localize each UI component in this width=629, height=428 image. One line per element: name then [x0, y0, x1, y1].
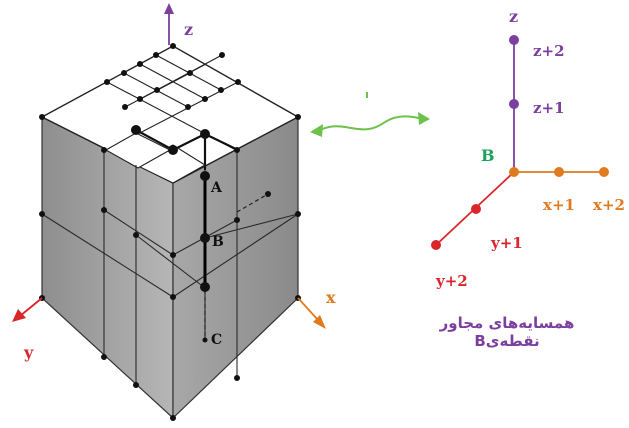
z-arrow-icon — [164, 3, 174, 14]
point-c-dot — [202, 337, 208, 343]
neighbor-y1-dot — [471, 204, 481, 214]
cube-vertex-dot — [39, 114, 45, 120]
neighbor-center-label: B — [481, 146, 495, 165]
neighbor-z1-dot — [509, 99, 519, 109]
cube-highlight-vertex-dot — [131, 125, 141, 135]
point-b-label: B — [212, 234, 224, 250]
cube-highlight-vertex-dot — [200, 129, 210, 139]
cube-z-label: z — [184, 20, 193, 39]
cube-vertex-dot — [234, 375, 240, 381]
neighbor-y2-label: y+2 — [435, 272, 468, 290]
cube-vertex-dot — [295, 114, 301, 120]
cube-x-label: x — [326, 288, 336, 307]
cube-vertex-dot — [234, 217, 240, 223]
connector-right-arrowhead-icon — [418, 112, 430, 125]
cube-vertex-dot — [137, 61, 143, 67]
cube-vertex-dot — [219, 52, 225, 58]
neighbor-y1-label: y+1 — [490, 234, 523, 252]
voxel-cube: A B C — [39, 43, 301, 421]
neighbor-z2-label: z+2 — [533, 42, 565, 60]
point-a-label: A — [210, 180, 223, 196]
cube-z-axis: z — [164, 3, 193, 45]
cube-vertex-dot — [122, 104, 128, 110]
cube-y-axis: y — [12, 297, 43, 362]
cube-highlight-vertex-dot — [200, 233, 210, 243]
point-c-label: C — [211, 332, 222, 348]
cube-vertex-dot — [234, 147, 240, 153]
neighbor-y2-dot — [431, 240, 441, 250]
cube-vertex-dot — [265, 191, 271, 197]
neighbor-x1-label: x+1 — [543, 196, 575, 214]
cube-vertex-dot — [235, 79, 241, 85]
cube-x-axis: x — [297, 288, 336, 329]
neighbor-center-dot — [509, 167, 519, 177]
cube-vertex-dot — [101, 354, 107, 360]
connector-arrow — [310, 92, 430, 137]
cube-vertex-dot — [101, 207, 107, 213]
neighbor-x1-dot — [554, 167, 564, 177]
cube-vertex-dot — [218, 87, 224, 93]
cube-vertex-dot — [39, 211, 45, 217]
cube-vertex-dot — [170, 294, 176, 300]
cube-vertex-dot — [202, 96, 208, 102]
hidden-dashed-edge — [236, 193, 269, 213]
cube-vertex-dot — [101, 147, 107, 153]
cube-vertex-dot — [104, 79, 110, 85]
neighbor-z1-label: z+1 — [533, 99, 565, 117]
cube-highlight-vertex-dot — [200, 171, 210, 181]
cube-vertex-dot — [170, 415, 176, 421]
cube-vertex-dot — [295, 211, 301, 217]
cube-vertex-dot — [170, 252, 176, 258]
neighbor-x2-dot — [599, 167, 609, 177]
neighbor-x2-label: x+2 — [593, 196, 625, 214]
cube-vertex-dot — [153, 52, 159, 58]
cube-vertex-dot — [137, 96, 143, 102]
cube-vertex-dot — [170, 43, 176, 49]
cube-y-label: y — [23, 343, 34, 362]
cube-vertex-dot — [187, 70, 193, 76]
neighbor-z2-dot — [509, 35, 519, 45]
cube-vertex-dot — [133, 232, 139, 238]
cube-highlight-vertex-dot — [200, 282, 210, 292]
cube-vertices — [39, 43, 301, 421]
cube-vertex-dot — [154, 87, 160, 93]
connector-left-arrowhead-icon — [310, 124, 323, 137]
neighbor-diagram: z z+2 z+1 B x+1 x+2 y+1 y+2 — [431, 7, 625, 290]
neighbors-caption: همسایه‌های مجاور نقطه‌یB — [439, 314, 575, 350]
cube-vertex-dot — [185, 104, 191, 110]
neighbor-z-label: z — [509, 7, 518, 26]
y-arrow-icon — [12, 309, 26, 322]
x-arrow-icon — [313, 315, 326, 329]
cube-vertex-dot — [121, 70, 127, 76]
cube-highlight-vertex-dot — [168, 145, 178, 155]
cube-vertex-dot — [133, 382, 139, 388]
left-grid-lines — [41, 150, 206, 385]
